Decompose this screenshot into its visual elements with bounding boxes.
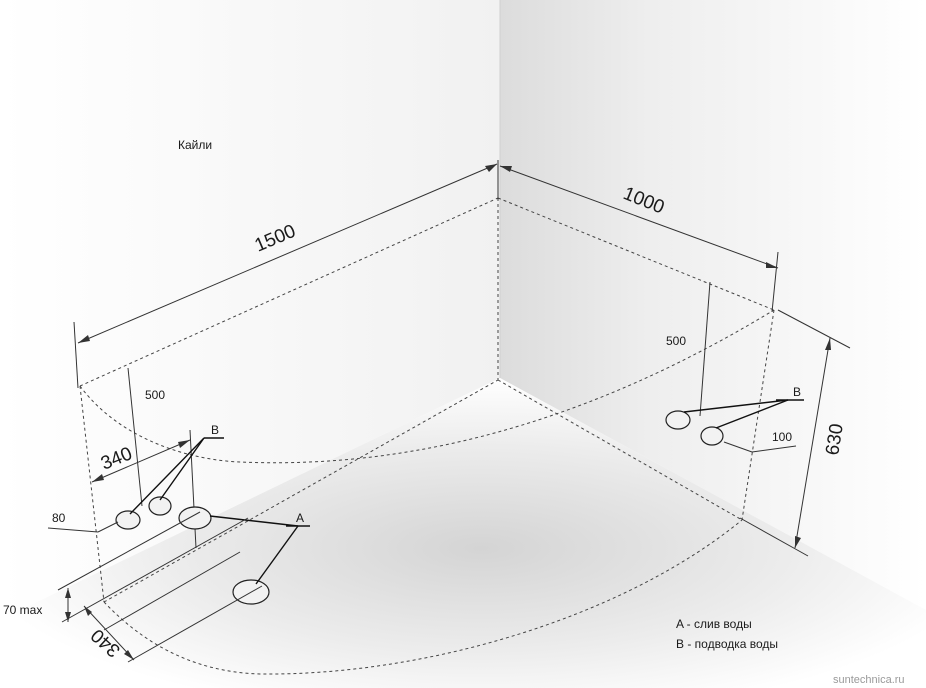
- right-water-supply: B 100: [665, 385, 804, 453]
- right-pipe-height: 500: [666, 281, 711, 417]
- label-630: 630: [822, 422, 848, 457]
- supply-hole-right-1: [665, 410, 691, 430]
- legend-b: B - подводка воды: [676, 637, 778, 651]
- supply-hole-left-2: [148, 496, 172, 516]
- legend-a: A - слив воды: [676, 617, 752, 631]
- dimension-630: 630: [739, 309, 851, 557]
- marker-b-right: B: [793, 385, 801, 399]
- dimension-80: 80: [47, 511, 119, 533]
- label-500-left: 500: [145, 388, 165, 402]
- marker-a: A: [296, 511, 304, 525]
- left-pipe-height: 500: [127, 367, 165, 507]
- marker-b-left: B: [211, 423, 219, 437]
- watermark: suntechnica.ru: [833, 674, 905, 686]
- supply-hole-left-1: [115, 510, 141, 530]
- label-100: 100: [772, 430, 792, 444]
- label-70-max: 70 max: [3, 603, 42, 617]
- label-80: 80: [52, 511, 66, 525]
- overflow-hole: [178, 506, 212, 530]
- left-water-supply: B: [115, 423, 224, 530]
- model-title: Кайли: [178, 138, 212, 152]
- label-500-right: 500: [666, 334, 686, 348]
- tub-outline: [79, 197, 775, 675]
- supply-hole-right-2: [700, 426, 724, 446]
- legend: A - слив воды B - подводка воды: [676, 617, 778, 651]
